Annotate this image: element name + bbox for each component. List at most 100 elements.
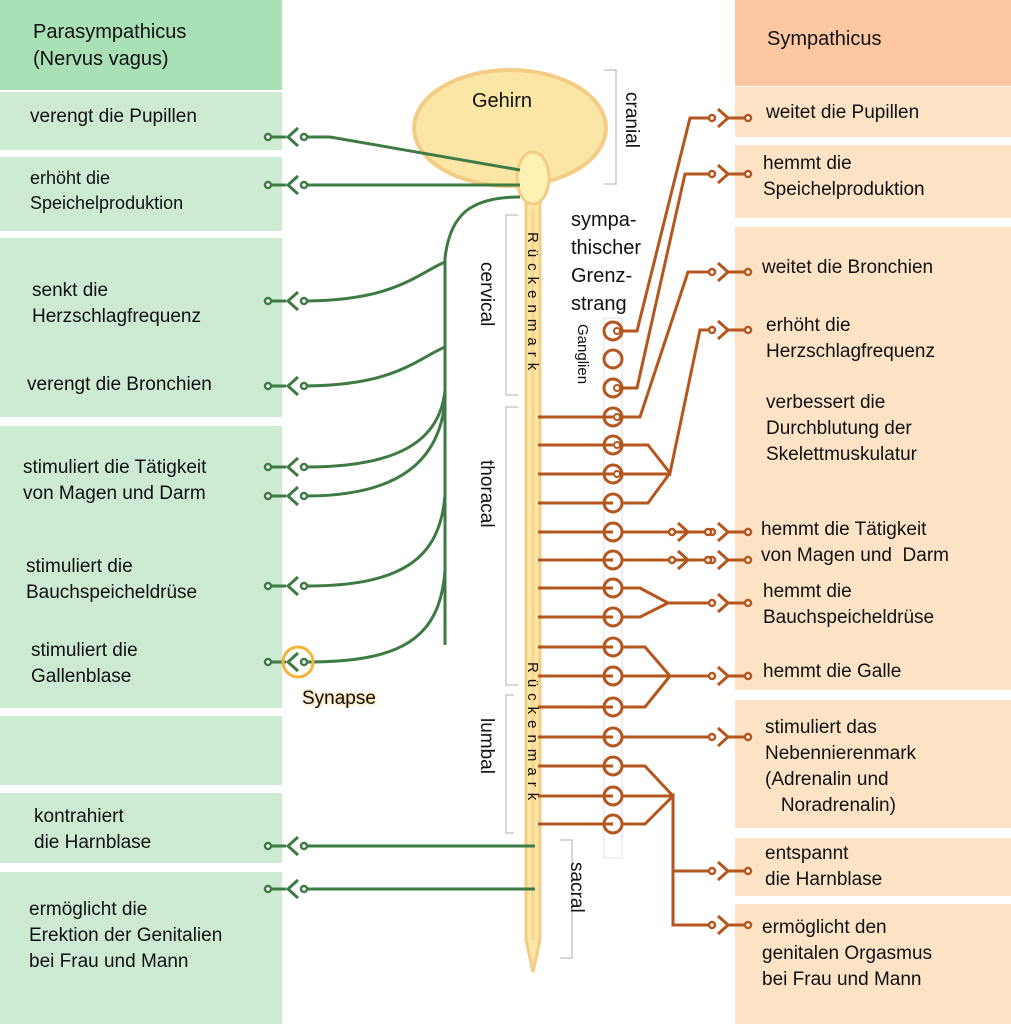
parasympathetic-fiber	[306, 135, 521, 172]
spinal-cord-label-lower: Rückenmark	[524, 662, 541, 807]
synapse-bouton	[299, 132, 309, 142]
synapse-bouton	[299, 381, 309, 391]
parasympathetic-synapses	[263, 126, 309, 900]
ganglion	[602, 348, 624, 370]
sym-effect-pancreas: hemmt die Bauchspeicheldrüse	[763, 581, 935, 628]
synapse-terminal	[743, 267, 753, 277]
sym-box-saliva: hemmt die Speichelproduktion	[735, 145, 1011, 218]
sympathetic-fiber	[622, 328, 712, 477]
sym-effect-pupils: weitet die Pupillen	[766, 102, 920, 123]
sympathetic-fiber	[622, 675, 672, 709]
synapse-bouton	[667, 527, 677, 537]
parasympathetic-fiber	[305, 569, 447, 664]
ganglion	[602, 755, 624, 777]
region-brackets	[505, 69, 617, 959]
sym-effect-bronchi: weitet die Bronchien	[762, 257, 934, 278]
sympathetic-fiber	[622, 764, 675, 798]
para-box-empty	[0, 716, 282, 785]
synapse-bouton	[707, 866, 717, 876]
synapse-chevron	[285, 290, 300, 312]
synapse-terminal	[263, 581, 273, 591]
synapse-terminal	[743, 555, 753, 565]
parasympathetic-fiber	[305, 399, 447, 498]
ganglion	[602, 785, 624, 807]
synapse-bouton	[707, 113, 717, 123]
ganglion	[602, 549, 624, 571]
sym-effect-saliva: hemmt die Speichelproduktion	[763, 153, 925, 200]
synapse-terminal	[263, 884, 273, 894]
ganglion	[602, 377, 624, 399]
parasympathicus-title: Parasympathicus (Nervus vagus)	[33, 21, 187, 70]
synapse-terminal	[263, 296, 273, 306]
ganglion	[602, 696, 624, 718]
ganglion-synapse	[613, 470, 621, 478]
parasympathetic-fiber	[305, 345, 446, 388]
sympathetic-fiber	[622, 792, 712, 927]
ganglia-label: Ganglien	[574, 324, 591, 385]
parasympathetic-fiber	[305, 389, 447, 469]
sym-box-thoracic: weitet die Bronchien erhöht die Herzschl…	[735, 227, 1011, 690]
ganglion	[602, 726, 624, 748]
sympathicus-header: Sympathicus	[735, 0, 1011, 86]
ganglion-synapse	[613, 413, 621, 421]
bracket-thoracal	[505, 406, 518, 686]
synapse-terminal	[263, 180, 273, 190]
synapse-terminal	[743, 113, 753, 123]
para-effect-genital: ermöglicht die Erektion der Genitalien b…	[29, 899, 223, 972]
ganglion-synapse	[613, 384, 621, 392]
synapse-terminal	[743, 325, 753, 335]
sym-box-genital: ermöglicht den genitalen Orgasmus bei Fr…	[735, 904, 1011, 1024]
synapse-bouton	[299, 296, 309, 306]
synapse-chevron	[716, 860, 731, 882]
sym-effect-gall: hemmt die Galle	[763, 661, 902, 682]
para-effect-bronchi: verengt die Bronchien	[27, 374, 212, 395]
synapse-label: Synapse	[302, 688, 376, 709]
region-label-sacral: sacral	[566, 862, 587, 913]
synapse-chevron	[285, 126, 300, 148]
ganglion	[602, 463, 624, 485]
synapse-bouton	[707, 169, 717, 179]
sym-effect-genital: ermöglicht den genitalen Orgasmus bei Fr…	[762, 917, 933, 990]
synapse-terminal	[263, 462, 273, 472]
synapse-terminal	[263, 491, 273, 501]
synapse-bouton	[299, 462, 309, 472]
ganglion-synapse	[613, 327, 621, 335]
region-label-cranial: cranial	[621, 92, 642, 148]
parasympathicus-header: Parasympathicus (Nervus vagus)	[0, 0, 282, 90]
para-effect-saliva: erhöht die Speichelproduktion	[30, 168, 184, 213]
ganglion	[602, 521, 624, 543]
synapse-chevron	[716, 592, 731, 614]
ganglion	[602, 665, 624, 687]
spinal-cord-label-upper: Rückenmark	[524, 232, 541, 377]
ganglion	[602, 492, 624, 514]
sym-effect-heart: erhöht die Herzschlagfrequenz	[766, 315, 935, 362]
region-label-thoracal: thoracal	[476, 460, 497, 528]
synapse-terminal	[743, 866, 753, 876]
synapse-bouton	[667, 555, 677, 565]
synapse-terminal	[743, 598, 753, 608]
synapse-bouton	[707, 671, 717, 681]
sym-box-bladder: entspannt die Harnblase	[735, 838, 1011, 896]
synapse-chevron	[716, 665, 731, 687]
synapse-terminal	[743, 671, 753, 681]
synapse-terminal	[743, 169, 753, 179]
synapse-terminal	[743, 920, 753, 930]
ganglion	[602, 406, 624, 428]
bracket-lumbal	[505, 694, 514, 834]
ganglion	[602, 813, 624, 835]
bracket-cranial	[604, 69, 617, 185]
sympathetic-ganglia	[602, 320, 624, 835]
sym-effect-adrenal: stimuliert das Nebennierenmark (Adrenali…	[765, 717, 917, 816]
synapse-chevron	[285, 174, 300, 196]
synapse-chevron	[285, 485, 300, 507]
para-effect-bladder: kontrahiert die Harnblase	[34, 806, 152, 853]
ganglion	[602, 577, 624, 599]
sympathetic-fiber	[622, 586, 712, 605]
sym-box-adrenal: stimuliert das Nebennierenmark (Adrenali…	[735, 700, 1011, 828]
sympathetic-trunk-label: sympa- thischer Grenz- strang	[571, 209, 642, 315]
sympathetic-fiber	[622, 270, 712, 419]
synapse-chevron	[285, 575, 300, 597]
parasympathetic-nerves	[305, 135, 535, 891]
sym-effect-gut: hemmt die Tätigkeit von Magen und Darm	[761, 519, 949, 566]
